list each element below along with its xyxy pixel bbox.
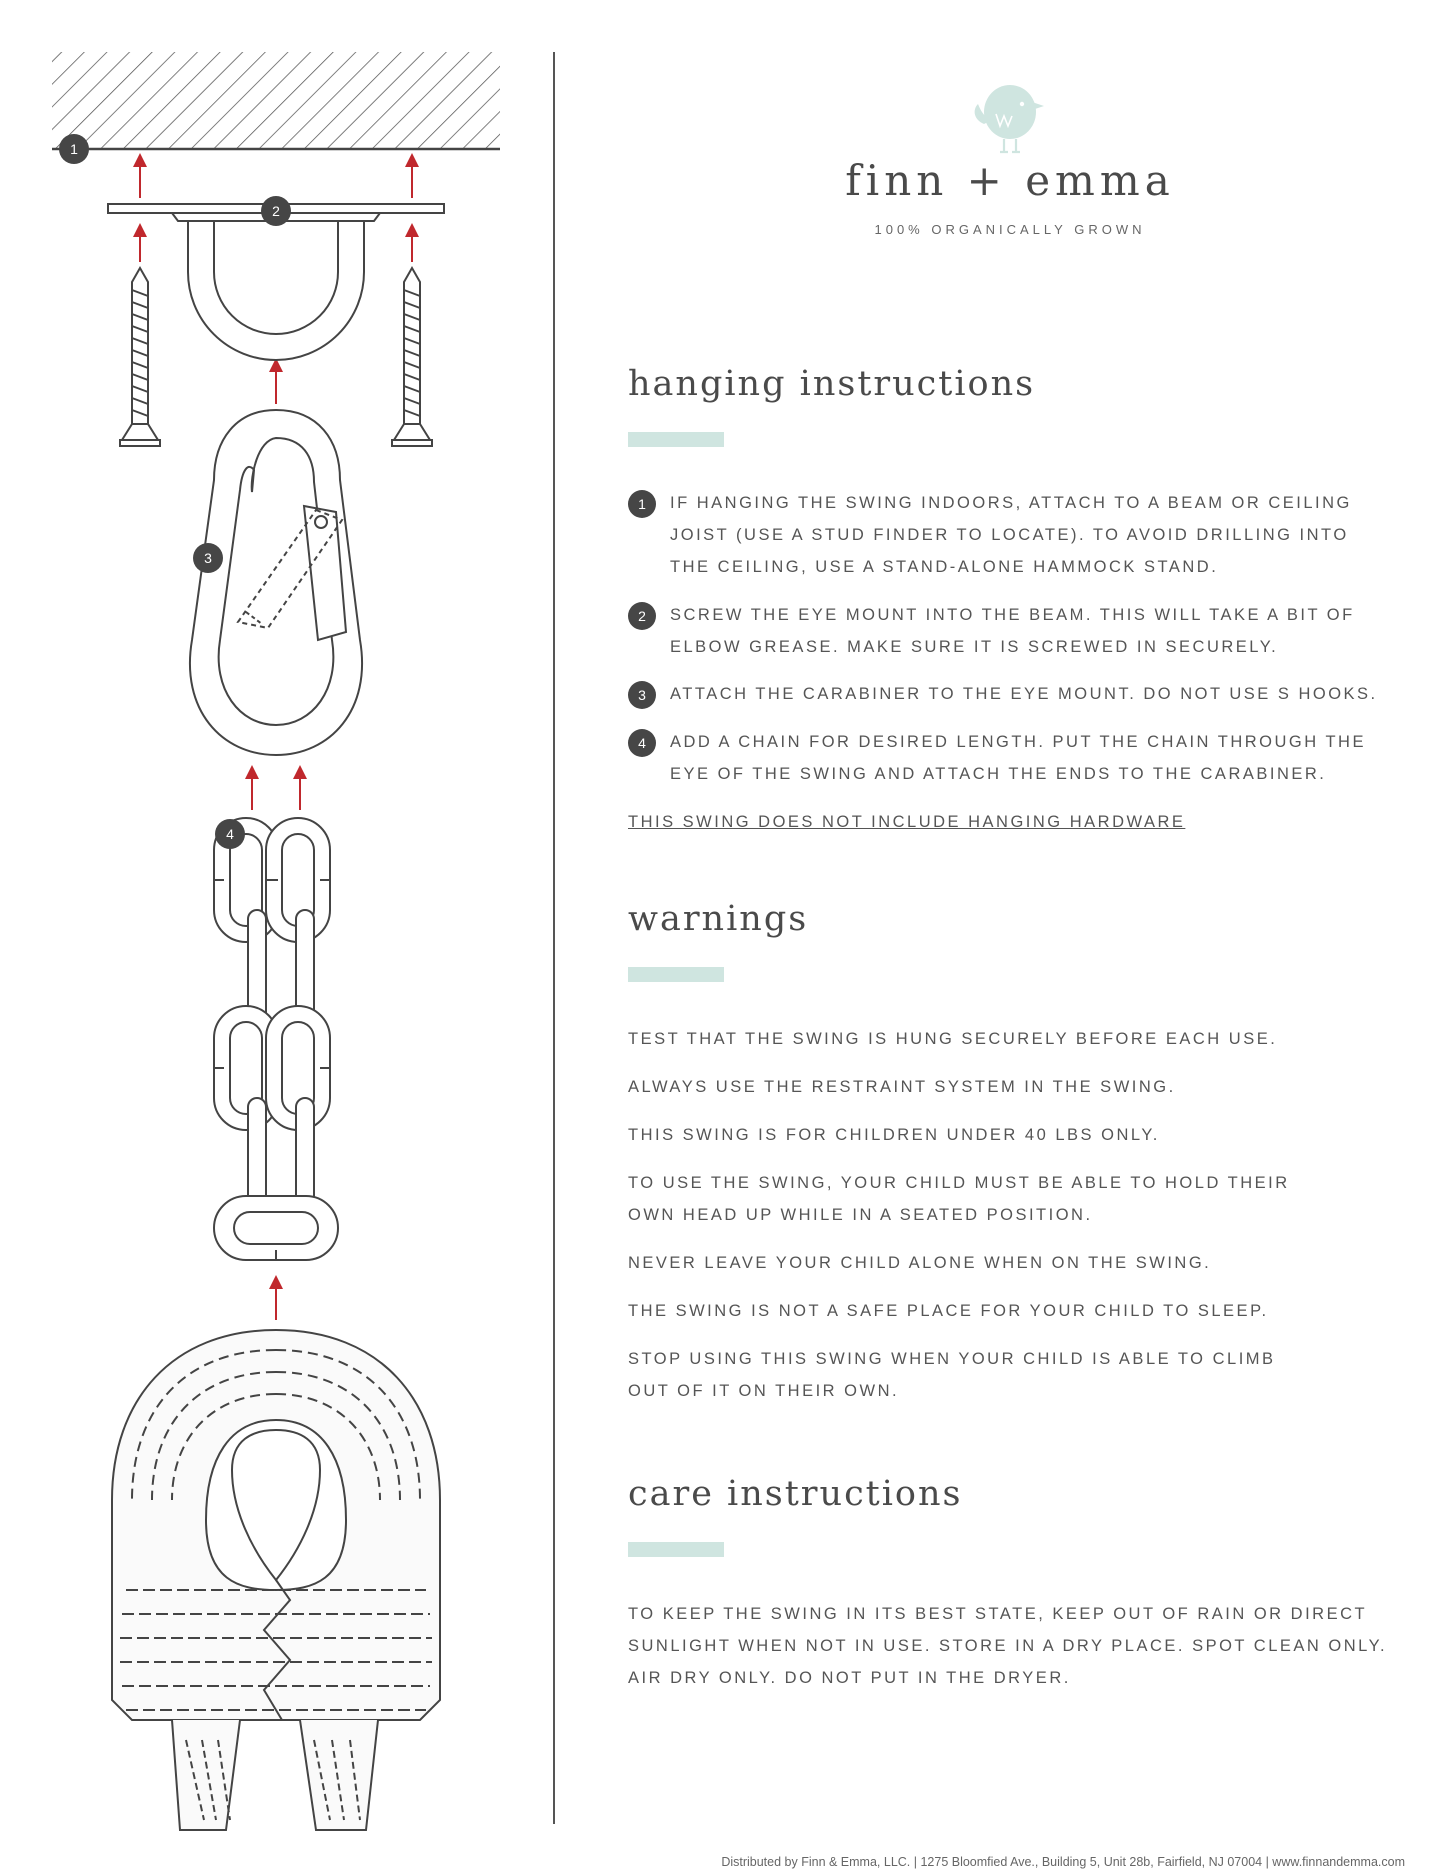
brand-header: finn + emma 100% ORGANICALLY GROWN [780,60,1240,237]
callout-1: 1 [59,134,89,164]
warning-item: THE SWING IS NOT A SAFE PLACE FOR YOUR C… [628,1302,1269,1320]
hanging-hardware-illustration: 1 2 3 4 [52,52,500,1831]
callout-3-label: 3 [204,550,212,566]
warning-item: ALWAYS USE THE RESTRAINT SYSTEM IN THE S… [628,1078,1176,1096]
warning-item: NEVER LEAVE YOUR CHILD ALONE WHEN ON THE… [628,1254,1212,1272]
warning-item: TO USE THE SWING, YOUR CHILD MUST BE ABL… [628,1174,1290,1224]
warnings-heading: warnings [628,899,809,939]
care-instructions-heading: care instructions [628,1474,963,1514]
heading-accent-bar [628,1542,724,1557]
direction-arrows [133,153,419,1320]
warning-item: TEST THAT THE SWING IS HUNG SECURELY BEF… [628,1030,1278,1048]
warning-item: THIS SWING IS FOR CHILDREN UNDER 40 LBS … [628,1126,1160,1144]
step-text: IF HANGING THE SWING INDOORS, ATTACH TO … [670,494,1352,576]
brand-name: finn + emma [845,156,1175,205]
chain [213,817,339,1261]
distributor-footer: Distributed by Finn & Emma, LLC. | 1275 … [721,1855,1405,1869]
callout-4-label: 4 [226,826,234,842]
callout-2: 2 [261,196,291,226]
heading-accent-bar [628,967,724,982]
heading-accent-bar [628,432,724,447]
carabiner [189,408,363,757]
screw-left [119,265,161,447]
warning-item: STOP USING THIS SWING WHEN YOUR CHILD IS… [628,1350,1276,1400]
brand-tagline: 100% ORGANICALLY GROWN [874,222,1146,237]
hanging-step-1: 1 IF HANGING THE SWING INDOORS, ATTACH T… [628,487,1388,583]
hanging-step-4: 4 ADD A CHAIN FOR DESIRED LENGTH. PUT TH… [628,726,1388,790]
step-number-badge: 4 [628,729,656,757]
callout-3: 3 [193,543,223,573]
callout-1-label: 1 [70,141,78,157]
rope-bundle [111,1328,441,1831]
hanging-instructions-heading: hanging instructions [628,364,1036,404]
step-number-badge: 3 [628,681,656,709]
hardware-note: THIS SWING DOES NOT INCLUDE HANGING HARD… [628,813,1186,831]
screw-right [391,265,433,447]
bird-icon [974,85,1044,154]
eye-mount [107,203,445,361]
callout-4: 4 [215,819,245,849]
hanging-step-2: 2 SCREW THE EYE MOUNT INTO THE BEAM. THI… [628,599,1388,663]
step-text: ADD A CHAIN FOR DESIRED LENGTH. PUT THE … [670,733,1366,783]
ceiling-beam [52,52,500,151]
column-divider [553,52,555,1824]
callout-2-label: 2 [272,203,280,219]
step-text: SCREW THE EYE MOUNT INTO THE BEAM. THIS … [670,606,1355,656]
hanging-step-3: 3 ATTACH THE CARABINER TO THE EYE MOUNT.… [628,678,1388,710]
care-text: TO KEEP THE SWING IN ITS BEST STATE, KEE… [628,1605,1388,1687]
step-number-badge: 2 [628,602,656,630]
step-text: ATTACH THE CARABINER TO THE EYE MOUNT. D… [670,685,1378,703]
step-number-badge: 1 [628,490,656,518]
